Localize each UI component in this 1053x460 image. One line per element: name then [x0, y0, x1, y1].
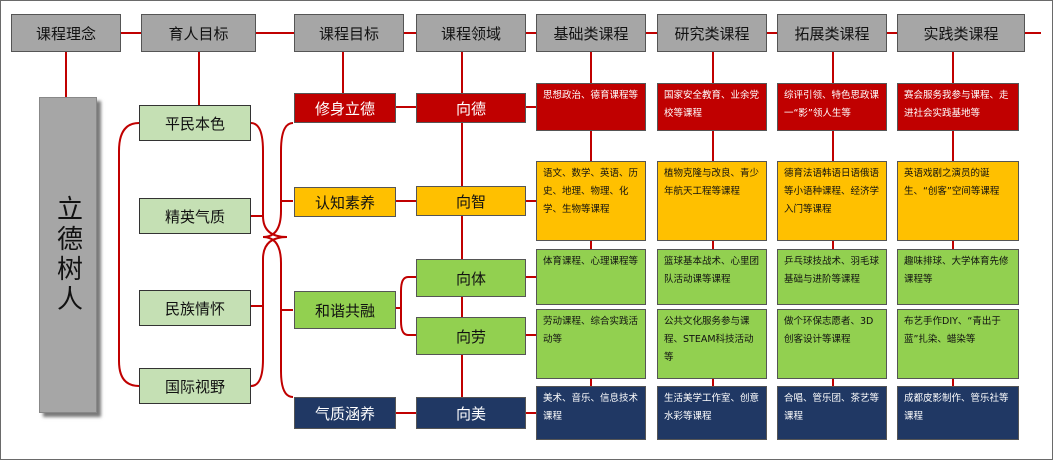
header-research-courses: 研究类课程: [657, 14, 767, 52]
course-cell: 做个环保志愿者、3D创客设计等课程: [777, 309, 887, 379]
domain-item: 向劳: [416, 317, 526, 355]
header-philosophy: 课程理念: [11, 14, 121, 52]
goals-bracket: [118, 122, 140, 387]
header-course-domain: 课程领域: [416, 14, 526, 52]
course-cell: 思想政治、德育课程等: [536, 83, 646, 131]
course-cell: 篮球基本战术、心里团队活动课等课程: [657, 249, 767, 305]
header-course-objective: 课程目标: [294, 14, 404, 52]
domain-item: 向美: [416, 397, 526, 429]
course-cell: 劳动课程、综合实践活动等: [536, 309, 646, 379]
objective-item: 认知素养: [294, 187, 396, 217]
course-cell: 生活美学工作室、创意水彩等课程: [657, 386, 767, 440]
domain-item: 向德: [416, 93, 526, 123]
goal-item: 平民本色: [139, 105, 251, 141]
course-cell: 国家安全教育、业余党校等课程: [657, 83, 767, 131]
objective-item: 修身立德: [294, 93, 396, 123]
objective-item: 和谐共融: [294, 291, 396, 329]
course-cell: 体育课程、心理课程等: [536, 249, 646, 305]
course-cell: 英语戏剧之演员的诞生、“创客”空间等课程: [897, 161, 1019, 241]
course-cell: 德育法语韩语日语俄语等小语种课程、经济学入门等课程: [777, 161, 887, 241]
header-extension-courses: 拓展类课程: [777, 14, 887, 52]
domain-item: 向智: [416, 186, 526, 216]
course-cell: 乒乓球技战术、羽毛球基础与进阶等课程: [777, 249, 887, 305]
objective-item: 气质涵养: [294, 397, 396, 429]
domain-item: 向体: [416, 259, 526, 297]
philosophy-box: 立德树人: [39, 97, 97, 413]
course-cell: 语文、数学、英语、历史、地理、物理、化学、生物等课程: [536, 161, 646, 241]
philosophy-text: 立德树人: [52, 195, 83, 315]
course-cell: 植物克隆与改良、青少年航天工程等课程: [657, 161, 767, 241]
goal-item: 民族情怀: [139, 290, 251, 326]
header-practice-courses: 实践类课程: [897, 14, 1025, 52]
goal-item: 精英气质: [139, 198, 251, 234]
header-basic-courses: 基础类课程: [536, 14, 646, 52]
course-cell: 布艺手作DIY、“青出于蓝”扎染、蜡染等: [897, 309, 1019, 379]
course-cell: 赛会服务我参与课程、走进社会实践基地等: [897, 83, 1019, 131]
goal-item: 国际视野: [139, 368, 251, 404]
course-cell: 合唱、管乐团、茶艺等课程: [777, 386, 887, 440]
course-cell: 趣味排球、大学体育先修课程等: [897, 249, 1019, 305]
course-cell: 成都皮影制作、管乐社等课程: [897, 386, 1019, 440]
course-cell: 美术、音乐、信息技术课程: [536, 386, 646, 440]
course-cell: 公共文化服务参与课程、STEAM科技活动等: [657, 309, 767, 379]
course-cell: 综评引领、特色思政课一“影”领人生等: [777, 83, 887, 131]
header-education-goal: 育人目标: [141, 14, 256, 52]
